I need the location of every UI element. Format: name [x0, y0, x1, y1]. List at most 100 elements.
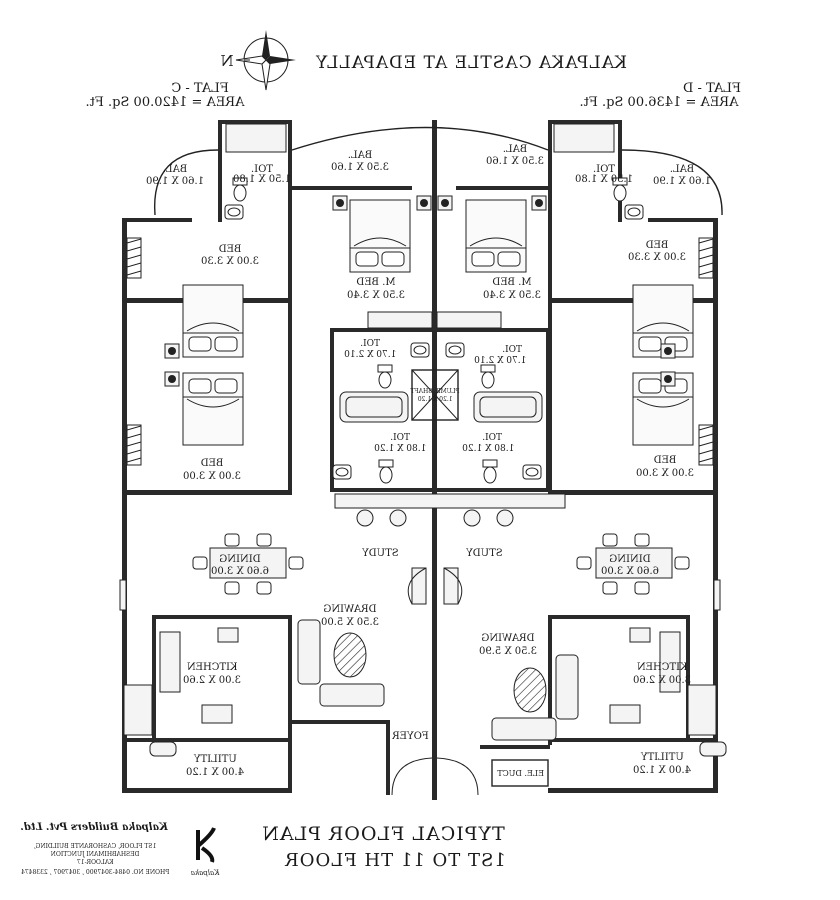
builder-address: KALOOR-17	[77, 859, 114, 866]
electrical-duct	[491, 759, 549, 787]
wc-icon	[377, 364, 393, 389]
plumbing-shaft	[411, 369, 459, 421]
window	[119, 579, 127, 611]
room-name: DINING	[609, 554, 650, 565]
room-name: UTILITY	[641, 752, 684, 763]
room-name: BED	[201, 458, 224, 469]
room-size: 3.50 X 3.40	[483, 290, 541, 301]
room-name: ELE. DUCT	[497, 769, 544, 778]
room-name: DINING	[219, 554, 260, 565]
builder-address: 1ST FLOOR, CASHORANTE BUILDING,	[34, 843, 157, 850]
window	[553, 123, 615, 153]
room-size: 1.60 X 1.90	[146, 176, 204, 187]
room-size: 4.00 X 1.20	[186, 767, 244, 778]
sofa-icon	[297, 619, 579, 741]
room-size: 3.50 X 3.40	[347, 290, 405, 301]
dining-set-icon	[192, 533, 304, 595]
room-size: 3.50 X 5.00	[321, 617, 379, 628]
room-size: 3.00 X 2.60	[183, 675, 241, 686]
room-name: TOI.	[390, 433, 410, 443]
room-size: 1.50 X 1.80	[233, 174, 291, 185]
bed-icon	[182, 372, 244, 446]
wc-icon	[482, 459, 498, 484]
builder-address: DESHABHIMANI JUNCTION	[51, 851, 140, 858]
washbasin-icon	[522, 464, 542, 480]
wardrobe	[698, 237, 714, 279]
compass-rose-icon	[235, 30, 296, 91]
wardrobe	[126, 424, 142, 466]
wardrobe	[698, 424, 714, 466]
room-size: 1.80 X 1.20	[462, 444, 514, 454]
balcony-arc	[291, 126, 549, 151]
room-name: BED	[654, 455, 677, 466]
building-title: KALPAKA CASTLE AT EDAPALLY	[315, 53, 627, 73]
room-size: 1.50 X 1.80	[575, 174, 633, 185]
room-size: 3.00 X 3.00	[183, 471, 241, 482]
room-name: STUDY	[466, 548, 503, 559]
entrance-doors	[391, 567, 479, 796]
room-size: 6.60 X 3.00	[211, 566, 269, 577]
room-size: 6.60 X 3.00	[601, 566, 659, 577]
room-size: 4.00 X 1.20	[633, 765, 691, 776]
room-size: 3.00 X 3.00	[636, 468, 694, 479]
room-name: TOI.	[482, 433, 502, 443]
room-name: DRAWING	[481, 633, 534, 644]
room-name: STUDY	[362, 548, 399, 559]
north-label: N	[220, 52, 233, 70]
dining-set-icon	[576, 533, 690, 595]
bed-icon	[465, 199, 527, 273]
side-tables	[164, 195, 676, 387]
room-size: 3.00 X 3.30	[628, 252, 686, 263]
company-logo-icon: K Kalpaka	[191, 827, 221, 881]
washbasin-icon	[445, 342, 465, 358]
room-size: 1.60 X 1.90	[653, 176, 711, 187]
room-size: 3.50 X 1.60	[331, 162, 389, 173]
washbasin-icon	[624, 204, 644, 220]
wardrobe	[367, 311, 502, 329]
logo-letter: K	[206, 879, 207, 881]
logo-word: Kalpaka	[191, 869, 221, 877]
bed-icon	[349, 199, 411, 273]
wc-icon	[378, 459, 394, 484]
room-size: 3.50 X 5.90	[479, 646, 537, 657]
wardrobe	[687, 684, 717, 736]
flat-d-name: FLAT - D	[683, 81, 741, 96]
room-size: 1.70 X 2.10	[474, 356, 526, 366]
builder-phone: PHONE NO. 0484-3047900 , 3047907 , 23384…	[21, 869, 169, 876]
outer-walls	[122, 120, 718, 800]
room-size: 1.70 X 2.10	[344, 350, 396, 360]
flat-c-area: AREA = 1420.00 Sq. Ft.	[86, 95, 246, 110]
balcony-arc	[153, 149, 219, 216]
room-name: KITCHEN	[187, 662, 238, 673]
window	[225, 123, 287, 153]
room-name: BED	[646, 240, 669, 251]
washbasin-icon	[332, 464, 352, 480]
room-name: TOI.	[502, 345, 522, 355]
room-name: BAL.	[670, 164, 694, 175]
flat-c-name: FLAT - C	[171, 81, 229, 96]
room-name: PLUMB. SHAFT	[411, 388, 460, 395]
room-name: DRAWING	[323, 604, 376, 615]
room-name: BAL.	[503, 144, 527, 155]
study-chairs	[334, 493, 566, 527]
room-name: TOI.	[360, 339, 380, 349]
room-name: BAL.	[348, 150, 372, 161]
room-name: BAL.	[163, 164, 187, 175]
room-size: 3.50 X 1.60	[486, 156, 544, 167]
room-name: FOYER	[392, 731, 429, 742]
washbasin-icon	[410, 342, 430, 358]
washbasin-icon	[224, 204, 244, 220]
bed-icon	[182, 284, 244, 358]
room-name: M. BED	[356, 277, 395, 288]
builder-name: Kalpaka Builders Pvt. Ltd.	[20, 822, 168, 833]
room-size: 3.00 X 3.30	[201, 256, 259, 267]
plan-title: TYPICAL FLOOR PLAN	[261, 823, 504, 845]
room-name: BED	[219, 244, 242, 255]
hob-icon	[159, 631, 681, 724]
wc-icon	[480, 364, 496, 389]
room-name: TOI.	[251, 164, 273, 175]
room-name: UTILITY	[194, 754, 237, 765]
wardrobe	[123, 684, 153, 736]
bathtub-icon	[339, 391, 543, 423]
